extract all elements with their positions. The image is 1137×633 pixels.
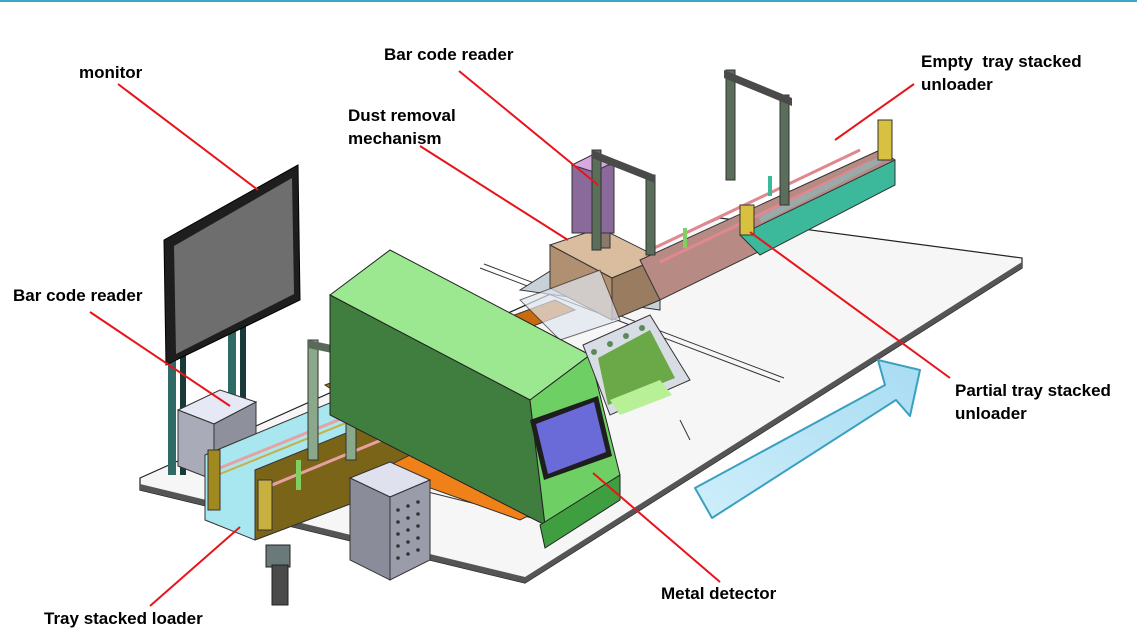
leader-line-bar-code-reader-left <box>89 311 231 407</box>
ventilated-cabinet <box>348 461 432 581</box>
label-partial-tray-line2: unloader <box>955 404 1027 423</box>
metal-detector-unit <box>329 249 621 549</box>
leader-line-dust-removal <box>419 145 569 241</box>
leader-line-empty-tray-unloader <box>834 83 915 141</box>
label-metal-detector: Metal detector <box>661 584 777 603</box>
reject-box <box>582 314 691 416</box>
label-partial-tray-line1: Partial tray stacked <box>955 381 1111 400</box>
leader-line-bar-code-reader-top <box>458 70 599 186</box>
label-dust-removal-line1: Dust removal <box>348 106 456 125</box>
table-leg <box>265 544 291 606</box>
label-dust-removal-line2: mechanism <box>348 129 442 148</box>
leader-line-tray-loader <box>149 526 241 607</box>
leader-lines <box>89 70 951 607</box>
label-bar-code-reader-top: Bar code reader <box>384 45 514 64</box>
flow-direction-arrow <box>694 359 921 519</box>
leader-line-partial-tray-unloader <box>749 231 951 379</box>
leader-line-metal-detector <box>592 472 721 583</box>
label-empty-tray-line2: unloader <box>921 75 993 94</box>
label-monitor: monitor <box>79 63 143 82</box>
label-tray-loader: Tray stacked loader <box>44 609 203 628</box>
unloader-line <box>570 69 896 301</box>
leader-line-monitor <box>117 83 259 191</box>
label-bar-code-reader-left: Bar code reader <box>13 286 143 305</box>
dust-removal-hood <box>518 227 662 341</box>
label-empty-tray-line1: Empty tray stacked <box>921 52 1082 71</box>
top-accent-bar <box>0 0 1137 2</box>
